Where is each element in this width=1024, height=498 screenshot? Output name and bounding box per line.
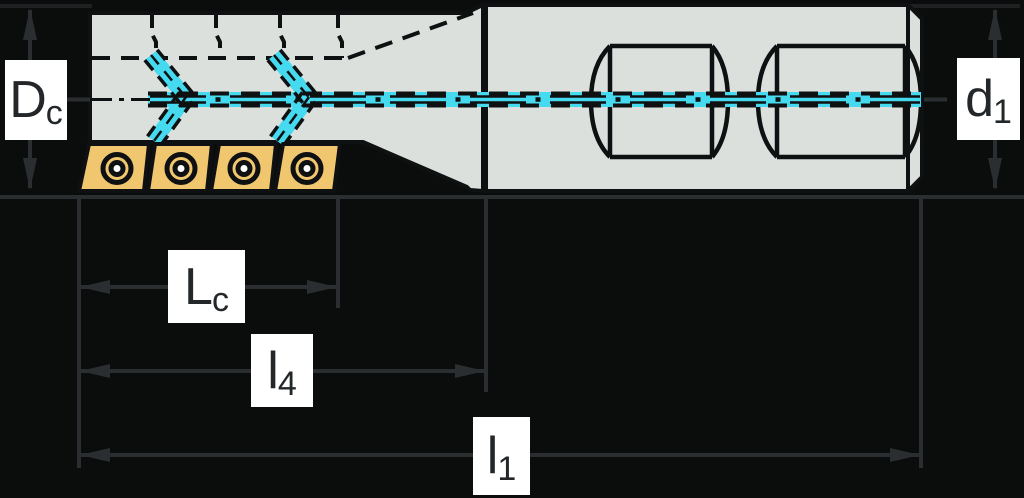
bore-hidden-edges [148,91,921,108]
dc-symbol: D [9,71,47,129]
extension-lines [0,4,1024,468]
inserts [77,142,342,193]
l4-subscript: 4 [277,364,297,403]
l4-symbol: l [267,341,279,400]
lc-symbol: L [184,257,213,316]
hidden-lines [92,11,474,60]
insert-screws [100,152,324,185]
l1-subscript: 1 [497,450,517,488]
d1-symbol: d [965,70,994,128]
dc-dimension [23,8,37,190]
dc-subscript: c [45,94,63,132]
d1-subscript: 1 [993,93,1012,131]
lc-subscript: c [211,280,229,319]
bore-axis [64,95,920,104]
coolant-channel [64,48,921,147]
d1-dimension [923,8,1002,190]
l1-symbol: l [486,427,499,485]
